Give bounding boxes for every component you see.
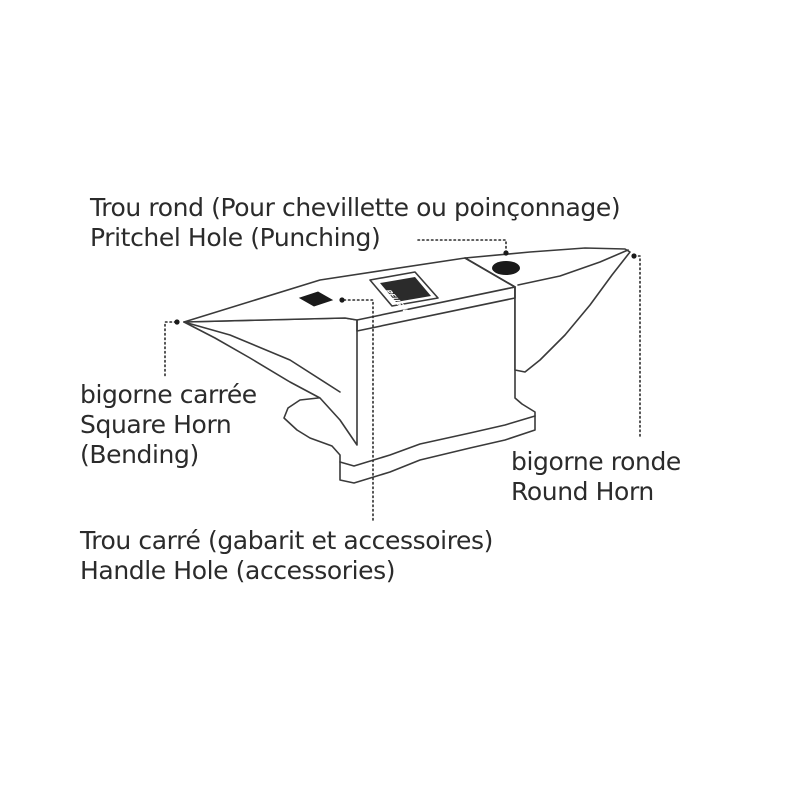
anvil-face-edge xyxy=(356,286,516,332)
handle-hole-label: Trou carré (gabarit et accessoires) Hand… xyxy=(80,526,493,586)
leader-dot-handle-hole xyxy=(339,297,345,303)
handle-hole-label-fr: Trou carré (gabarit et accessoires) xyxy=(80,526,493,555)
round-horn xyxy=(464,247,631,373)
leader-round-horn xyxy=(633,255,641,439)
leader-square-horn xyxy=(164,321,177,379)
anvil-base-rim xyxy=(339,415,536,467)
round-horn-label-en: Round Horn xyxy=(511,477,654,506)
pritchel-hole-label-fr: Trou rond (Pour chevillette ou poinçonna… xyxy=(90,193,621,222)
round-horn-edge xyxy=(517,249,629,286)
brand-plate-band xyxy=(380,277,431,302)
square-horn-label-use: (Bending) xyxy=(80,440,199,469)
leader-pritchel xyxy=(417,239,507,253)
leader-dot-square-horn xyxy=(174,319,180,325)
leader-dot-pritchel xyxy=(503,250,509,256)
square-horn-label: bigorne carrée Square Horn (Bending) xyxy=(80,380,257,470)
pritchel-hole-label: Trou rond (Pour chevillette ou poinçonna… xyxy=(90,193,621,253)
round-horn-label: bigorne ronde Round Horn xyxy=(511,447,681,507)
leader-handle-hole xyxy=(343,299,374,521)
leader-dot-round-horn xyxy=(631,253,637,259)
handle-hole-label-en: Handle Hole (accessories) xyxy=(80,556,396,585)
square-horn-label-fr: bigorne carrée xyxy=(80,380,257,409)
pritchel-hole xyxy=(492,261,520,275)
round-horn-label-fr: bigorne ronde xyxy=(511,447,681,476)
square-horn-label-en: Square Horn xyxy=(80,410,232,439)
anvil-face-step xyxy=(464,257,516,288)
pritchel-hole-label-en: Pritchel Hole (Punching) xyxy=(90,223,381,252)
square-horn-edge xyxy=(183,321,341,393)
handle-hole xyxy=(298,291,334,307)
